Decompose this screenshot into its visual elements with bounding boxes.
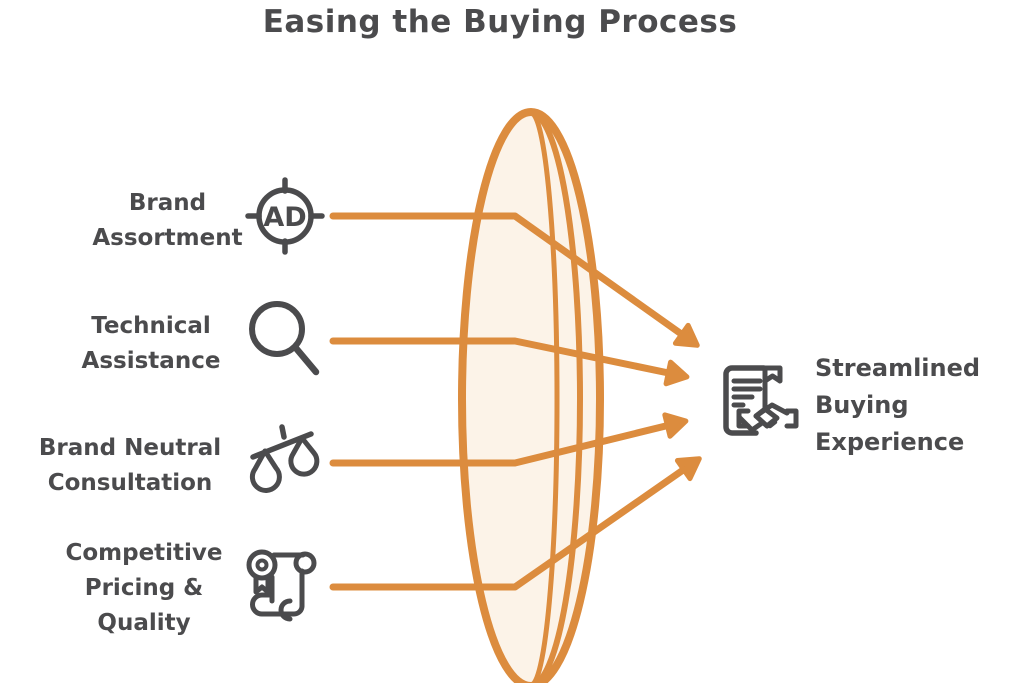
ray-competitive-pricing bbox=[329, 456, 702, 591]
ray-brand-neutral-consultation bbox=[329, 412, 689, 467]
lens bbox=[458, 108, 604, 683]
label-brand-assortment: Brand Assortment bbox=[92, 190, 243, 251]
ad-target-icon: AD bbox=[245, 177, 325, 255]
contract-handshake-icon bbox=[723, 365, 799, 436]
scales-icon bbox=[249, 424, 320, 493]
ray-brand-assortment bbox=[329, 212, 700, 348]
label-streamlined-buying-experience: Streamlined Buying Experience bbox=[815, 354, 981, 456]
ad-icon-label: AD bbox=[263, 202, 306, 233]
label-competitive-pricing-quality: Competitive Pricing & Quality bbox=[65, 540, 223, 636]
label-technical-assistance: Technical Assistance bbox=[81, 313, 221, 374]
page-title: Easing the Buying Process bbox=[262, 4, 738, 40]
certificate-scroll-icon bbox=[246, 549, 317, 622]
ray-technical-assistance bbox=[329, 337, 690, 387]
magnifier-icon bbox=[249, 301, 320, 376]
label-brand-neutral-consultation: Brand Neutral Consultation bbox=[38, 435, 222, 496]
